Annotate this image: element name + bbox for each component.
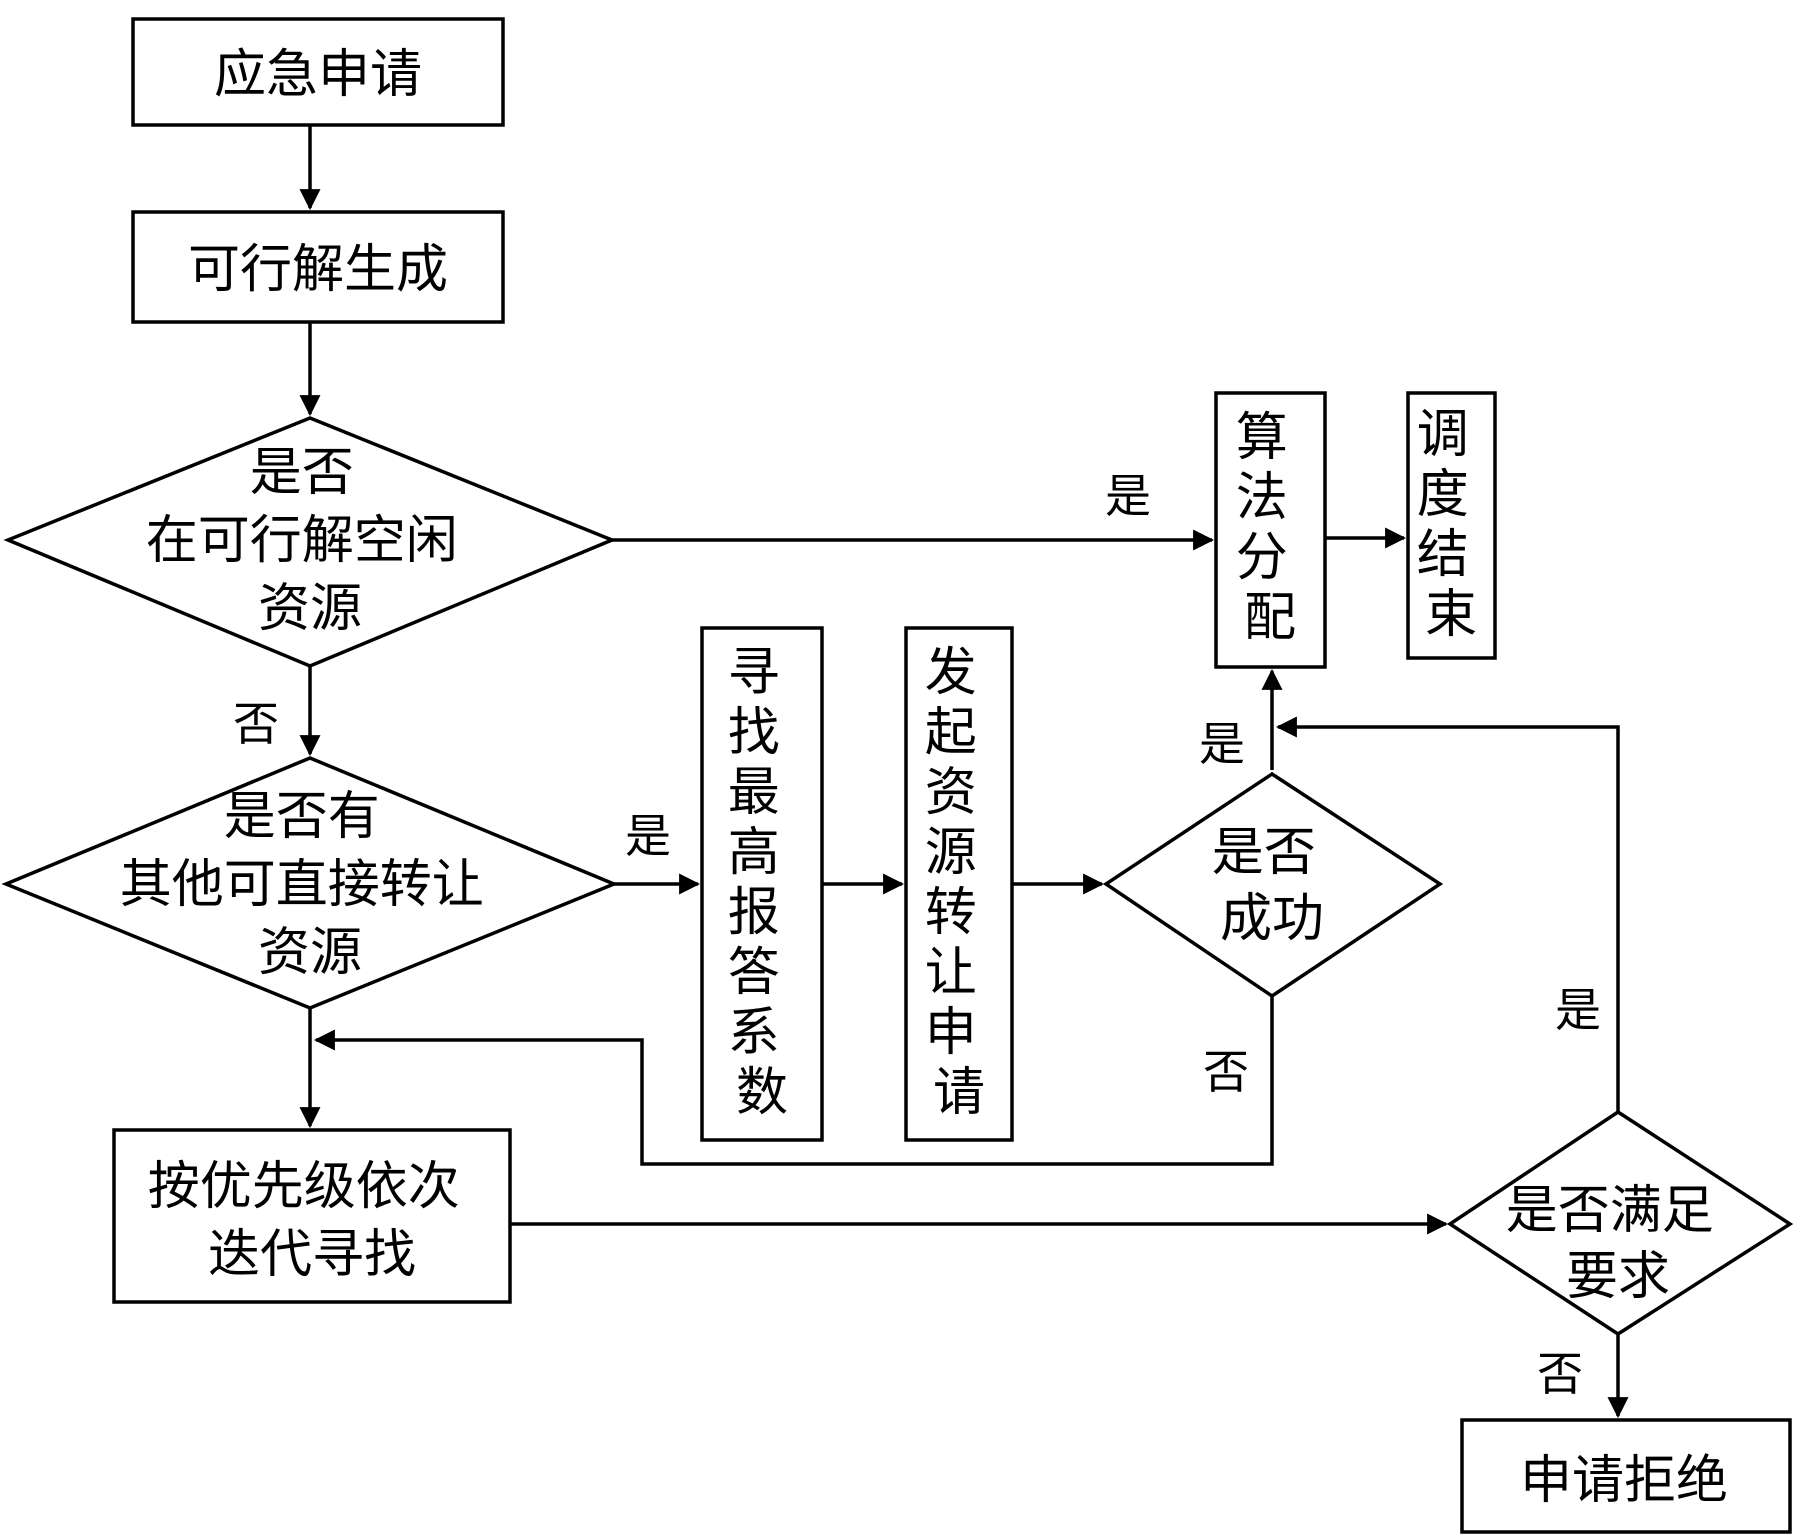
find-highest-char: 最	[728, 763, 780, 823]
check-transfer-line-2: 其他可直接转让	[120, 855, 484, 915]
initiate-transfer-char: 起	[925, 703, 977, 763]
yes-label-idle: 是	[1105, 469, 1151, 523]
edges	[299, 125, 1629, 1419]
end-label: 调 度 结 束	[1417, 405, 1486, 645]
initiate-transfer-label: 发 起 资 源 转 让 申 请	[925, 643, 994, 1123]
end-char: 度	[1417, 465, 1469, 525]
end-box: 调 度 结 束	[1406, 391, 1497, 660]
check-transfer-line-3: 资源	[258, 923, 362, 983]
check-success-line-1: 是否	[1212, 823, 1316, 883]
edge-check-success-no-loop	[313, 996, 1274, 1166]
check-idle-line-3: 资源	[258, 579, 362, 639]
edge-check-satisfy-yes-loop	[1275, 716, 1620, 1112]
edge-labels: 是 否 是 是 否 是 否	[233, 469, 1601, 1401]
reject-box: 申请拒绝	[1460, 1418, 1792, 1534]
iterate-line-2: 迭代寻找	[208, 1225, 416, 1285]
feasible-box: 可行解生成	[131, 210, 505, 324]
find-highest-char: 找	[728, 703, 780, 763]
check-satisfy-diamond: 是否满足 要求	[1446, 1109, 1794, 1337]
end-char: 束	[1425, 585, 1477, 645]
check-transfer-diamond: 是否有 其他可直接转让 资源	[1, 756, 619, 1010]
algorithm-box: 算 法 分 配	[1214, 391, 1327, 669]
start-label: 应急申请	[214, 45, 422, 105]
check-idle-line-2: 在可行解空闲	[146, 511, 458, 571]
check-idle-line-1: 是否	[250, 443, 354, 503]
check-transfer-line-1: 是否有	[224, 787, 380, 847]
find-highest-box: 寻 找 最 高 报 答 系 数	[700, 626, 824, 1142]
algorithm-char: 配	[1244, 588, 1296, 648]
initiate-transfer-char: 申	[925, 1003, 977, 1063]
check-success-label: 是否 成功	[1212, 823, 1333, 949]
iterate-box: 按优先级依次 迭代寻找	[112, 1128, 512, 1304]
initiate-transfer-char: 让	[925, 943, 977, 1003]
no-label-satisfy: 否	[1537, 1347, 1583, 1401]
initiate-transfer-char: 转	[925, 883, 977, 943]
find-highest-label: 寻 找 最 高 报 答 系 数	[728, 643, 797, 1123]
find-highest-char: 高	[728, 823, 780, 883]
check-satisfy-line-2: 要求	[1566, 1247, 1670, 1307]
check-satisfy-line-1: 是否满足	[1506, 1181, 1714, 1241]
algorithm-label: 算 法 分 配	[1236, 408, 1305, 648]
start-box: 应急申请	[131, 17, 505, 127]
find-highest-char: 答	[728, 943, 780, 1003]
iterate-label: 按优先级依次 迭代寻找	[148, 1157, 477, 1285]
feasible-label: 可行解生成	[188, 240, 448, 300]
initiate-transfer-char: 请	[933, 1063, 985, 1123]
iterate-line-1: 按优先级依次	[148, 1157, 460, 1217]
algorithm-char: 算	[1236, 408, 1288, 468]
check-transfer-label: 是否有 其他可直接转让 资源	[120, 787, 501, 983]
check-satisfy-label: 是否满足 要求	[1506, 1181, 1731, 1307]
reject-label: 申请拒绝	[1520, 1451, 1728, 1511]
no-label-success: 否	[1203, 1045, 1249, 1099]
find-highest-char: 数	[736, 1063, 788, 1123]
initiate-transfer-box: 发 起 资 源 转 让 申 请	[904, 626, 1014, 1142]
initiate-transfer-char: 资	[925, 763, 977, 823]
algorithm-char: 分	[1236, 528, 1288, 588]
end-char: 结	[1417, 525, 1469, 585]
check-success-diamond: 是否 成功	[1102, 771, 1444, 999]
yes-label-transfer: 是	[625, 809, 671, 863]
find-highest-char: 报	[728, 883, 780, 943]
algorithm-char: 法	[1236, 468, 1288, 528]
yes-label-satisfy: 是	[1555, 983, 1601, 1037]
initiate-transfer-char: 发	[925, 643, 977, 703]
yes-label-success: 是	[1199, 717, 1245, 771]
find-highest-char: 寻	[728, 643, 780, 703]
no-label-idle: 否	[233, 697, 279, 751]
find-highest-char: 系	[728, 1003, 780, 1063]
check-idle-label: 是否 在可行解空闲 资源	[146, 443, 475, 639]
check-success-line-2: 成功	[1220, 889, 1324, 949]
check-idle-diamond: 是否 在可行解空闲 资源	[3, 416, 617, 668]
initiate-transfer-char: 源	[925, 823, 977, 883]
end-char: 调	[1417, 405, 1469, 465]
